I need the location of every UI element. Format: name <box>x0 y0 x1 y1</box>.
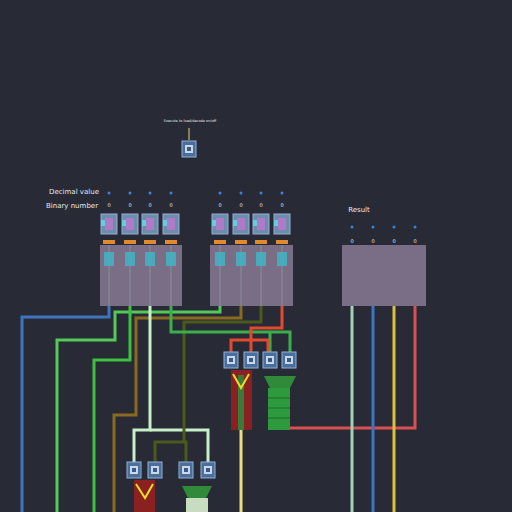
row-label: Decimal value <box>49 189 99 196</box>
bit-value: 0 <box>107 203 110 208</box>
bit-value: 0 <box>148 203 151 208</box>
bit-value: 0 <box>280 203 283 208</box>
bit-value: 0 <box>218 203 221 208</box>
row-label: Binary number <box>46 203 98 210</box>
panel-title: Result <box>348 207 370 214</box>
bit-value: 0 <box>350 239 353 244</box>
bit-value: 0 <box>392 239 395 244</box>
bit-value: 0 <box>239 203 242 208</box>
bit-value: 0 <box>128 203 131 208</box>
bit-value: 0 <box>413 239 416 244</box>
instruction-text: Execute to load/decode on/off <box>164 120 216 124</box>
bit-value: 0 <box>259 203 262 208</box>
bit-value: 0 <box>371 239 374 244</box>
bit-value: 0 <box>169 203 172 208</box>
